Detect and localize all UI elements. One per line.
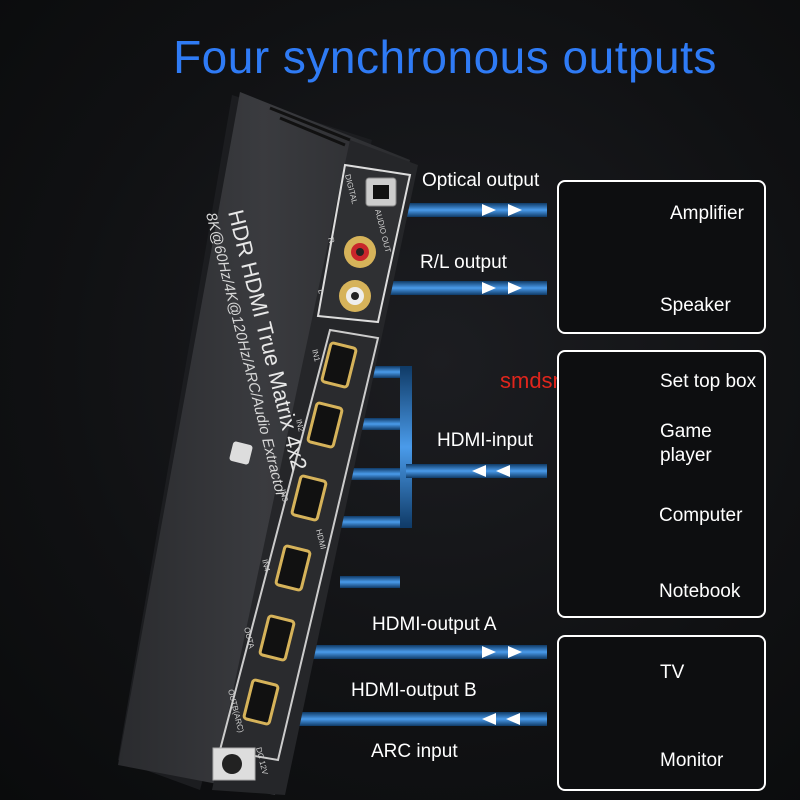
device-label-game-player: Game player [660,421,712,466]
page-title: Four synchronous outputs [173,31,717,83]
label-optical-output: Optical output [422,170,540,191]
device-label-set-top-box: Set top box [660,371,757,392]
port-label-l: L [316,288,326,295]
cable-output-a [300,645,547,659]
cable-rl [384,281,547,295]
arrow-left-icon [472,465,510,477]
source-devices-box: Set top box Game player Computer Noteboo… [557,350,766,618]
hdmi-in4-port-icon [274,544,312,592]
cable-output-b [292,712,547,726]
hdmi-ports [242,341,358,726]
cable-optical [392,203,547,217]
hdmi-in2-port-icon [306,401,344,449]
device-label-notebook: Notebook [659,581,741,602]
port-label-in1: IN1 [310,348,322,363]
label-rl-output: R/L output [420,252,507,273]
arrow-right-icon [482,282,522,294]
audio-devices-box: Amplifier Speaker [557,180,766,334]
matrix-device: HDR HDMI True Matrix 4x2 8K@60Hz/4K@120H… [118,92,418,795]
hdmi-outb-port-icon [242,678,280,726]
port-label-in2: IN2 [294,418,306,433]
label-arc-input: ARC input [371,741,458,762]
hdmi-outa-port-icon [258,614,296,662]
device-label-monitor: Monitor [660,750,724,771]
arrow-left-icon [482,713,520,725]
label-hdmi-input: HDMI-input [437,430,534,451]
brand-logo-icon [229,441,253,465]
hdmi-in3-port-icon [290,474,328,522]
arrow-right-icon [482,204,522,216]
device-label-tv: TV [660,662,685,683]
port-label-r: R [326,236,336,244]
device-label-computer: Computer [659,505,743,526]
port-label-in4: IN4 [260,558,272,573]
port-label-in3: IN3 [278,488,290,503]
device-label-speaker: Speaker [660,295,731,316]
device-label-amplifier: Amplifier [670,203,744,224]
label-hdmi-output-b: HDMI-output B [351,680,477,701]
label-hdmi-output-a: HDMI-output A [372,614,497,635]
display-devices-box: TV Monitor [557,635,766,791]
arrow-right-icon [482,646,522,658]
hdmi-in1-port-icon [320,341,358,389]
